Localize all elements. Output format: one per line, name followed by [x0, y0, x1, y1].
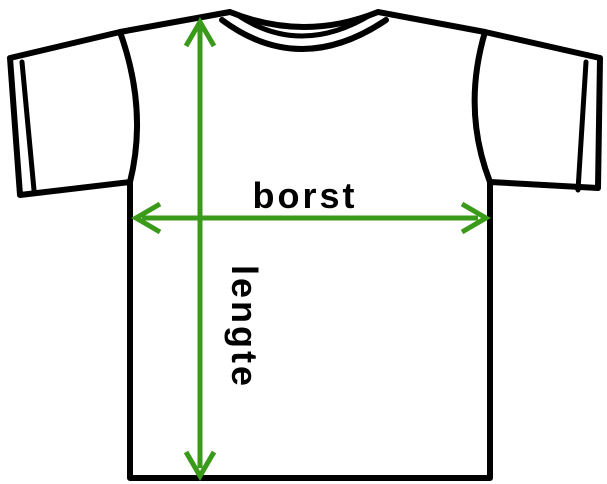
- right-sleeve-cuff: [575, 59, 589, 193]
- chest-arrow-right-head: [460, 201, 491, 235]
- length-arrow-top-head: [183, 17, 217, 48]
- chest-arrow-left-head: [131, 201, 162, 235]
- length-label: lengte: [224, 265, 265, 389]
- collar-rib: [219, 17, 389, 52]
- double-arrow-vertical-icon: [183, 17, 217, 481]
- left-sleeve-seam: [117, 29, 141, 185]
- left-sleeve-cuff: [19, 59, 37, 193]
- length-arrow-bottom-head: [183, 450, 217, 481]
- tshirt-outline-icon: [7, 9, 603, 481]
- tshirt-body: [7, 9, 603, 481]
- chest-label: borst: [253, 175, 358, 216]
- collar-inner: [233, 11, 375, 39]
- right-sleeve-seam: [471, 29, 493, 185]
